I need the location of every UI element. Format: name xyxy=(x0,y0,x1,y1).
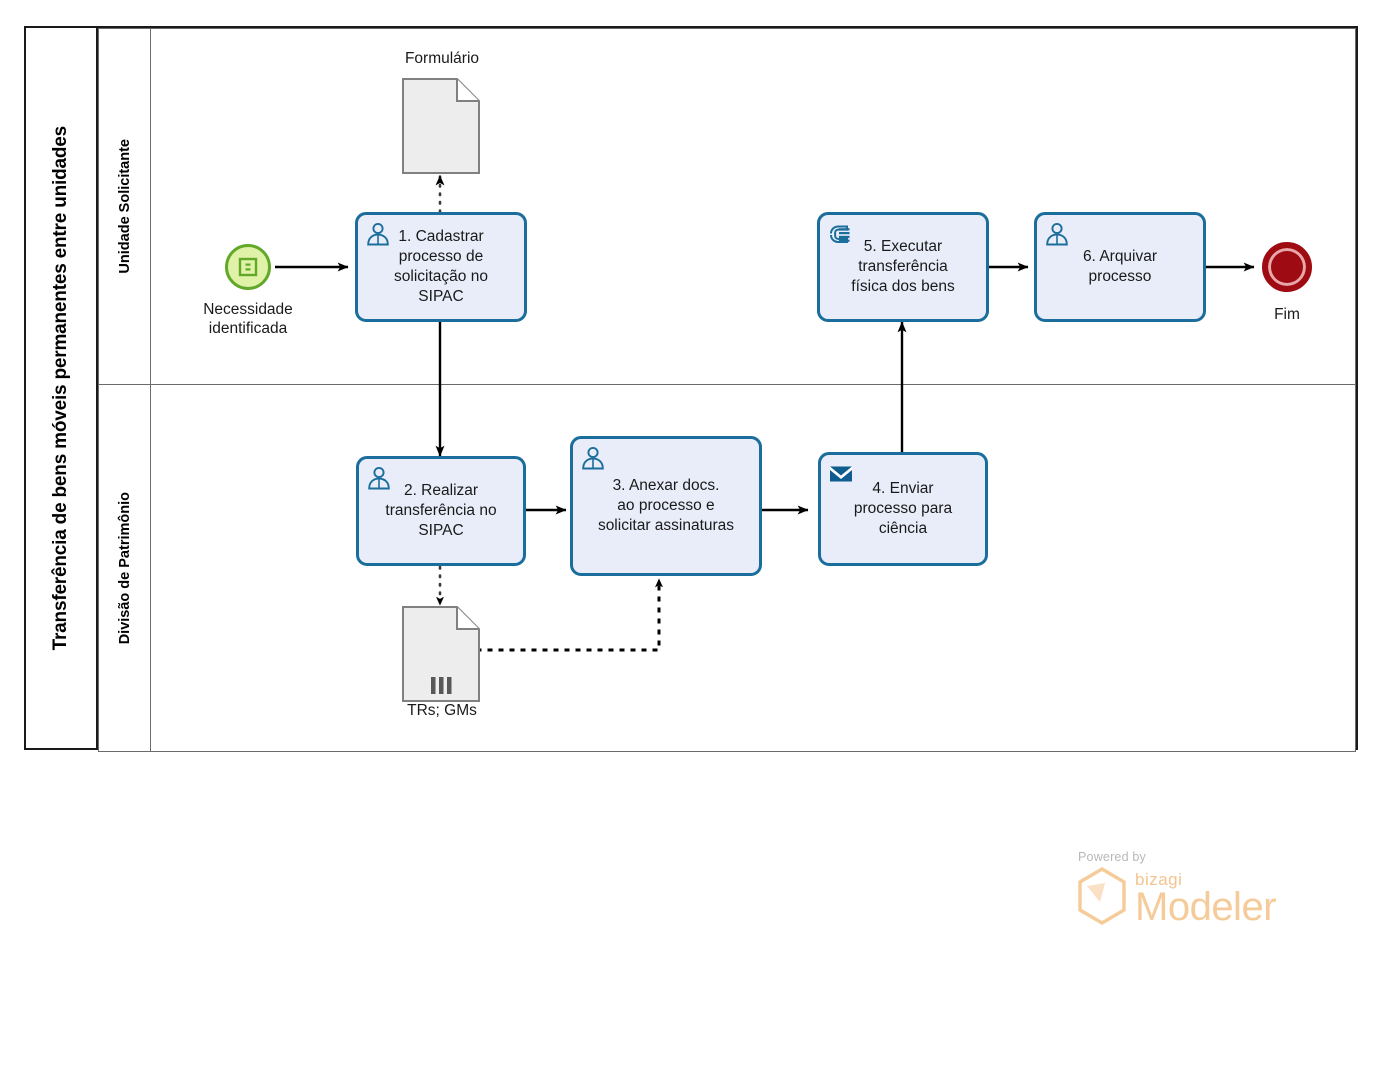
task-1-cadastrar-processo[interactable]: 1. Cadastrar processo de solicitação no … xyxy=(355,212,527,322)
pool-transferencia: Transferência de bens móveis permanentes… xyxy=(24,26,1358,752)
task-2-label: 2. Realizar transferência no SIPAC xyxy=(385,482,497,539)
lane-title-divisao-patrimonio: Divisão de Patrimônio xyxy=(99,385,151,751)
pool-title: Transferência de bens móveis permanentes… xyxy=(26,28,98,748)
bizagi-brand-label: bizagi xyxy=(1135,870,1183,890)
task-3-label: 3. Anexar docs. ao processo e solicitar … xyxy=(597,477,735,534)
task-6-arquivar-processo[interactable]: 6. Arquivar processo xyxy=(1034,212,1206,322)
task-6-label: 6. Arquivar processo xyxy=(1082,248,1158,285)
document-icon xyxy=(402,78,480,174)
task-5-label: 5. Executar transferência física dos ben… xyxy=(851,238,955,295)
end-event-label: Fim xyxy=(1274,306,1300,323)
start-event-necessidade[interactable] xyxy=(225,244,271,290)
user-task-icon xyxy=(1046,222,1068,246)
data-object-trs-gms[interactable] xyxy=(402,606,480,707)
user-task-icon xyxy=(367,222,389,246)
lane-label-unidade-solicitante: Unidade Solicitante xyxy=(116,139,133,274)
task-5-executar-transferencia[interactable]: 5. Executar transferência física dos ben… xyxy=(817,212,989,322)
form-rule-icon xyxy=(238,257,258,277)
task-4-label: 4. Enviar processo para ciência xyxy=(853,480,953,537)
bizagi-hexagon-logo-icon xyxy=(1078,867,1126,925)
task-3-anexar-docs[interactable]: 3. Anexar docs. ao processo e solicitar … xyxy=(570,436,762,576)
manual-task-icon xyxy=(830,225,850,243)
task-4-enviar-processo[interactable]: 4. Enviar processo para ciência xyxy=(818,452,988,566)
document-collection-icon xyxy=(402,606,480,702)
user-task-icon xyxy=(368,466,390,490)
data-object-trs-gms-label: TRs; GMs xyxy=(407,702,477,719)
lane-title-unidade-solicitante: Unidade Solicitante xyxy=(99,29,151,384)
task-2-realizar-transferencia[interactable]: 2. Realizar transferência no SIPAC xyxy=(356,456,526,566)
powered-by-label: Powered by xyxy=(1078,850,1147,864)
send-task-icon xyxy=(830,466,852,482)
data-object-formulario[interactable] xyxy=(402,78,480,179)
bizagi-branding: Powered by bizagi Modeler xyxy=(1075,850,1325,930)
user-task-icon xyxy=(582,446,604,470)
end-event-fim[interactable] xyxy=(1262,242,1312,292)
start-event-label: Necessidade identificada xyxy=(203,301,293,338)
lane-label-divisao-patrimonio: Divisão de Patrimônio xyxy=(116,491,133,645)
data-object-formulario-label: Formulário xyxy=(404,50,480,67)
lane-container: Unidade Solicitante Divisão de Patrimôni… xyxy=(98,28,1356,752)
lane-unidade-solicitante: Unidade Solicitante xyxy=(98,28,1356,385)
task-1-label: 1. Cadastrar processo de solicitação no … xyxy=(394,228,488,305)
bizagi-product-label: Modeler xyxy=(1135,885,1277,930)
pool-title-label: Transferência de bens móveis permanentes… xyxy=(50,125,71,651)
